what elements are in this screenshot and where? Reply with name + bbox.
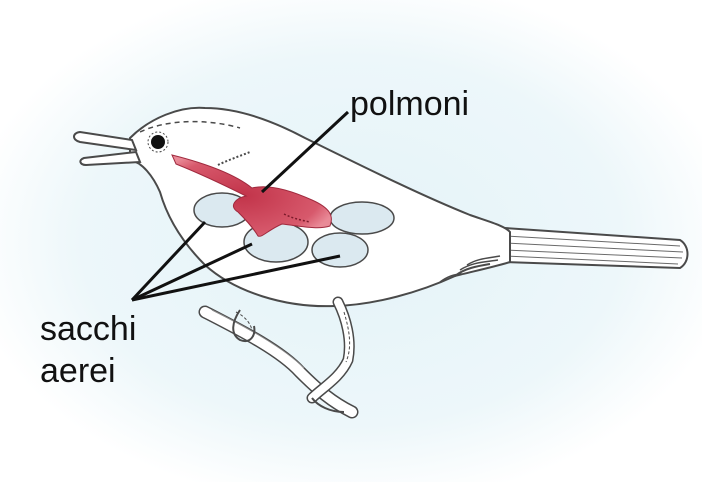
air-sac-posterior-upper	[330, 202, 394, 234]
label-lungs: polmoni	[350, 85, 469, 123]
air-sac-posterior-lower	[312, 233, 368, 267]
label-air-sacs-line2: aerei	[40, 352, 116, 390]
label-air-sacs-line1: sacchi	[40, 310, 136, 348]
